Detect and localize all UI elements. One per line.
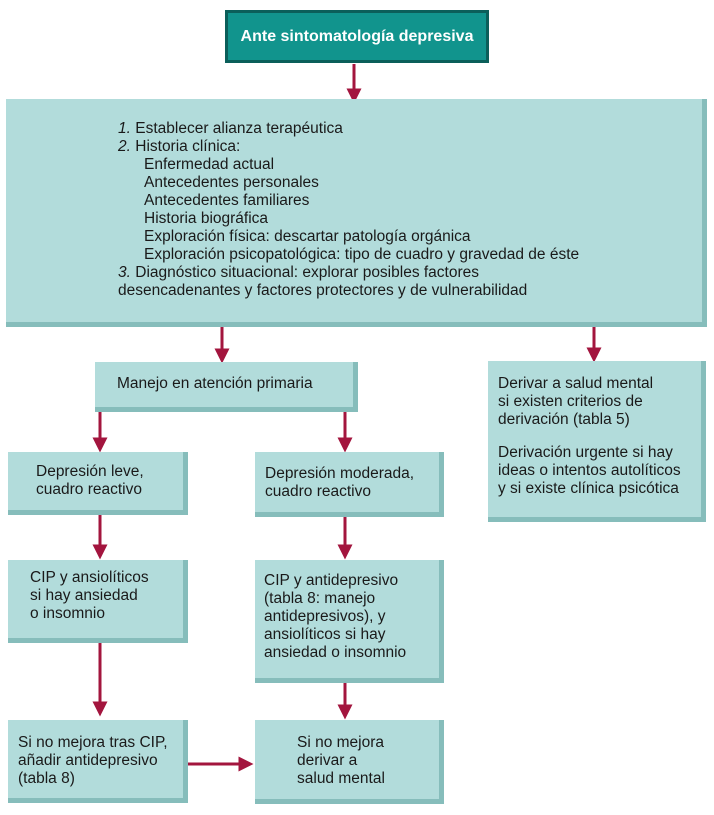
title-box: Ante sintomatología depresiva bbox=[225, 10, 489, 63]
moderate-treatment-box: CIP y antidepresivo (tabla 8: manejo ant… bbox=[255, 560, 444, 683]
moderate-depression-box: Depresión moderada, cuadro reactivo bbox=[255, 452, 444, 517]
mild-line: Depresión leve, bbox=[36, 463, 144, 480]
assessment-box: 1. Establecer alianza terapéutica 2. His… bbox=[6, 99, 707, 327]
item-2: 2. Historia clínica: bbox=[118, 138, 241, 155]
subitem: Antecedentes personales bbox=[144, 174, 319, 191]
mental-health-line: y si existe clínica psicótica bbox=[498, 480, 679, 497]
mild-followup-line: (tabla 8) bbox=[18, 770, 75, 787]
subitem: Historia biográfica bbox=[144, 210, 269, 227]
moderate-treatment-line: ansiedad o insomnio bbox=[264, 644, 407, 661]
mild-treatment-line: CIP y ansiolíticos bbox=[30, 569, 149, 586]
item-1: 1. Establecer alianza terapéutica bbox=[118, 120, 343, 137]
mild-followup-line: Si no mejora tras CIP, bbox=[18, 734, 168, 751]
mental-health-box: Derivar a salud mental si existen criter… bbox=[488, 361, 706, 522]
mental-health-line: derivación (tabla 5) bbox=[498, 411, 630, 428]
mental-health-line: ideas o intentos autolíticos bbox=[498, 462, 681, 479]
primary-care-box: Manejo en atención primaria bbox=[95, 362, 358, 412]
mild-treatment-box: CIP y ansiolíticos si hay ansiedad o ins… bbox=[8, 560, 188, 643]
refer-line: derivar a bbox=[297, 752, 358, 769]
item-3: 3. Diagnóstico situacional: explorar pos… bbox=[118, 264, 480, 281]
primary-care-label: Manejo en atención primaria bbox=[117, 375, 313, 392]
item-3-continued: desencadenantes y factores protectores y… bbox=[118, 282, 528, 299]
mild-treatment-line: si hay ansiedad bbox=[30, 587, 138, 604]
mental-health-line: si existen criterios de bbox=[498, 393, 643, 410]
refer-mental-health-box: Si no mejora derivar a salud mental bbox=[255, 720, 444, 804]
refer-line: Si no mejora bbox=[297, 734, 385, 751]
moderate-line: Depresión moderada, bbox=[265, 465, 415, 482]
mild-treatment-line: o insomnio bbox=[30, 605, 105, 622]
moderate-line: cuadro reactivo bbox=[265, 483, 371, 500]
moderate-treatment-line: CIP y antidepresivo bbox=[264, 572, 399, 589]
subitem: Antecedentes familiares bbox=[144, 192, 310, 209]
refer-line: salud mental bbox=[297, 770, 385, 787]
mild-depression-box: Depresión leve, cuadro reactivo bbox=[8, 452, 188, 515]
mental-health-line: Derivar a salud mental bbox=[498, 375, 654, 392]
mild-line: cuadro reactivo bbox=[36, 481, 142, 498]
moderate-treatment-line: antidepresivos), y bbox=[264, 608, 386, 625]
subitem: Enfermedad actual bbox=[144, 156, 275, 173]
moderate-treatment-line: ansiolíticos si hay bbox=[264, 626, 386, 643]
subitem: Exploración psicopatológica: tipo de cua… bbox=[144, 246, 580, 263]
mild-followup-box: Si no mejora tras CIP, añadir antidepres… bbox=[8, 720, 188, 803]
subitem: Exploración física: descartar patología … bbox=[144, 228, 471, 245]
title-text: Ante sintomatología depresiva bbox=[240, 27, 474, 45]
mental-health-line: Derivación urgente si hay bbox=[498, 444, 673, 461]
mild-followup-line: añadir antidepresivo bbox=[18, 752, 158, 769]
moderate-treatment-line: (tabla 8: manejo bbox=[264, 590, 376, 607]
